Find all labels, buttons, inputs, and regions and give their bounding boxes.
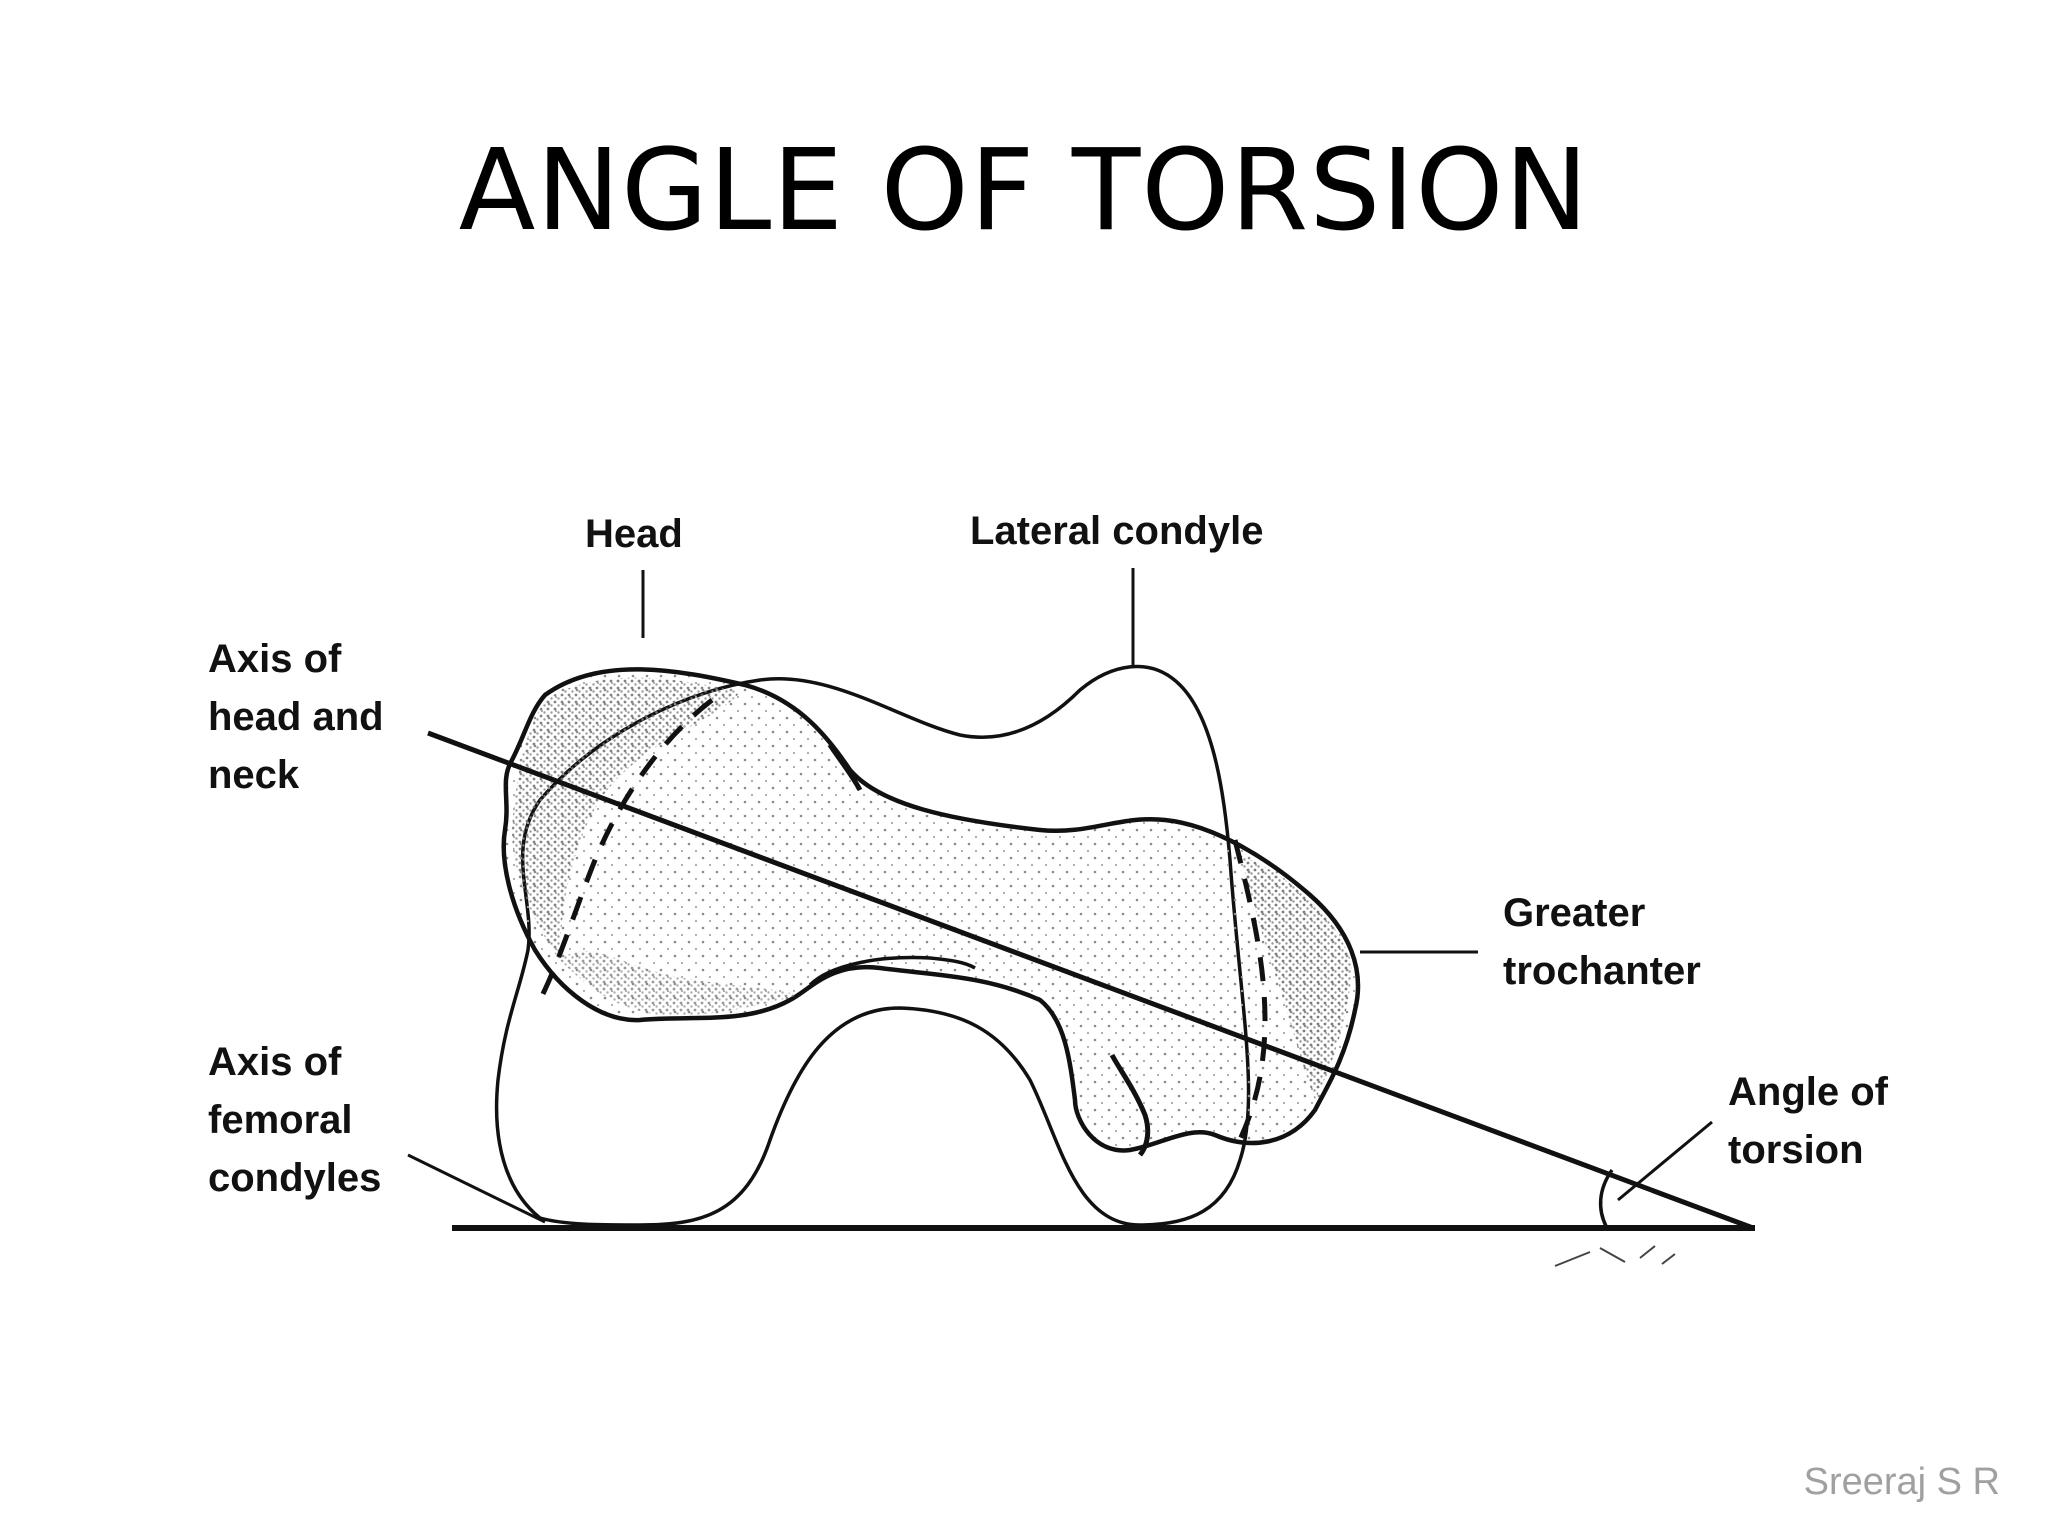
lower-head-shading [560,951,800,1016]
head-label: Head [585,512,683,556]
greater-trochanter-label: Greater trochanter [1503,891,1701,993]
angle-arc [1598,1168,1614,1227]
axis-femoral-condyles-label-line2: femoral [208,1098,353,1142]
axis-femoral-condyles-label: Axis of femoral condyles [208,1040,381,1200]
angle-of-torsion-label: Angle of torsion [1728,1070,1899,1172]
lesser-trochanter-contour [808,955,976,987]
femoral-head-neck [501,667,1361,1153]
greater-trochanter-label-line2: trochanter [1503,949,1701,993]
angle-of-torsion-leader-line [1617,1120,1713,1202]
axis-head-neck-label-line1: Axis of [208,637,342,681]
angle-of-torsion-label-line1: Angle of [1728,1070,1889,1114]
lateral-condyle-label: Lateral condyle [970,509,1263,553]
angle-of-torsion-label-line2: torsion [1728,1128,1864,1172]
scan-artifact [1554,1245,1676,1267]
axis-of-head-and-neck-line [427,730,1754,1231]
axis-head-neck-label: Axis of head and neck [208,637,395,797]
axis-femoral-condyles-label-line3: condyles [208,1156,381,1200]
trochanter-shading [1240,855,1352,1100]
greater-trochanter-label-line1: Greater [1503,891,1645,935]
trochanter-dashed-outline [1232,839,1268,1152]
trochanter-notch [1109,1053,1151,1157]
author-footer: Sreeraj S R [1803,1461,2000,1503]
head-shading [512,677,740,960]
femoral-condyles-leader-line [407,1153,546,1224]
head-dashed-outline [537,698,714,1002]
neck-contour-line [827,743,863,792]
axis-head-neck-label-line2: head and [208,695,384,739]
axis-femoral-condyles-label-line1: Axis of [208,1040,342,1084]
axis-head-neck-label-line3: neck [208,753,300,797]
slide-title: ANGLE OF TORSION [458,126,1590,256]
